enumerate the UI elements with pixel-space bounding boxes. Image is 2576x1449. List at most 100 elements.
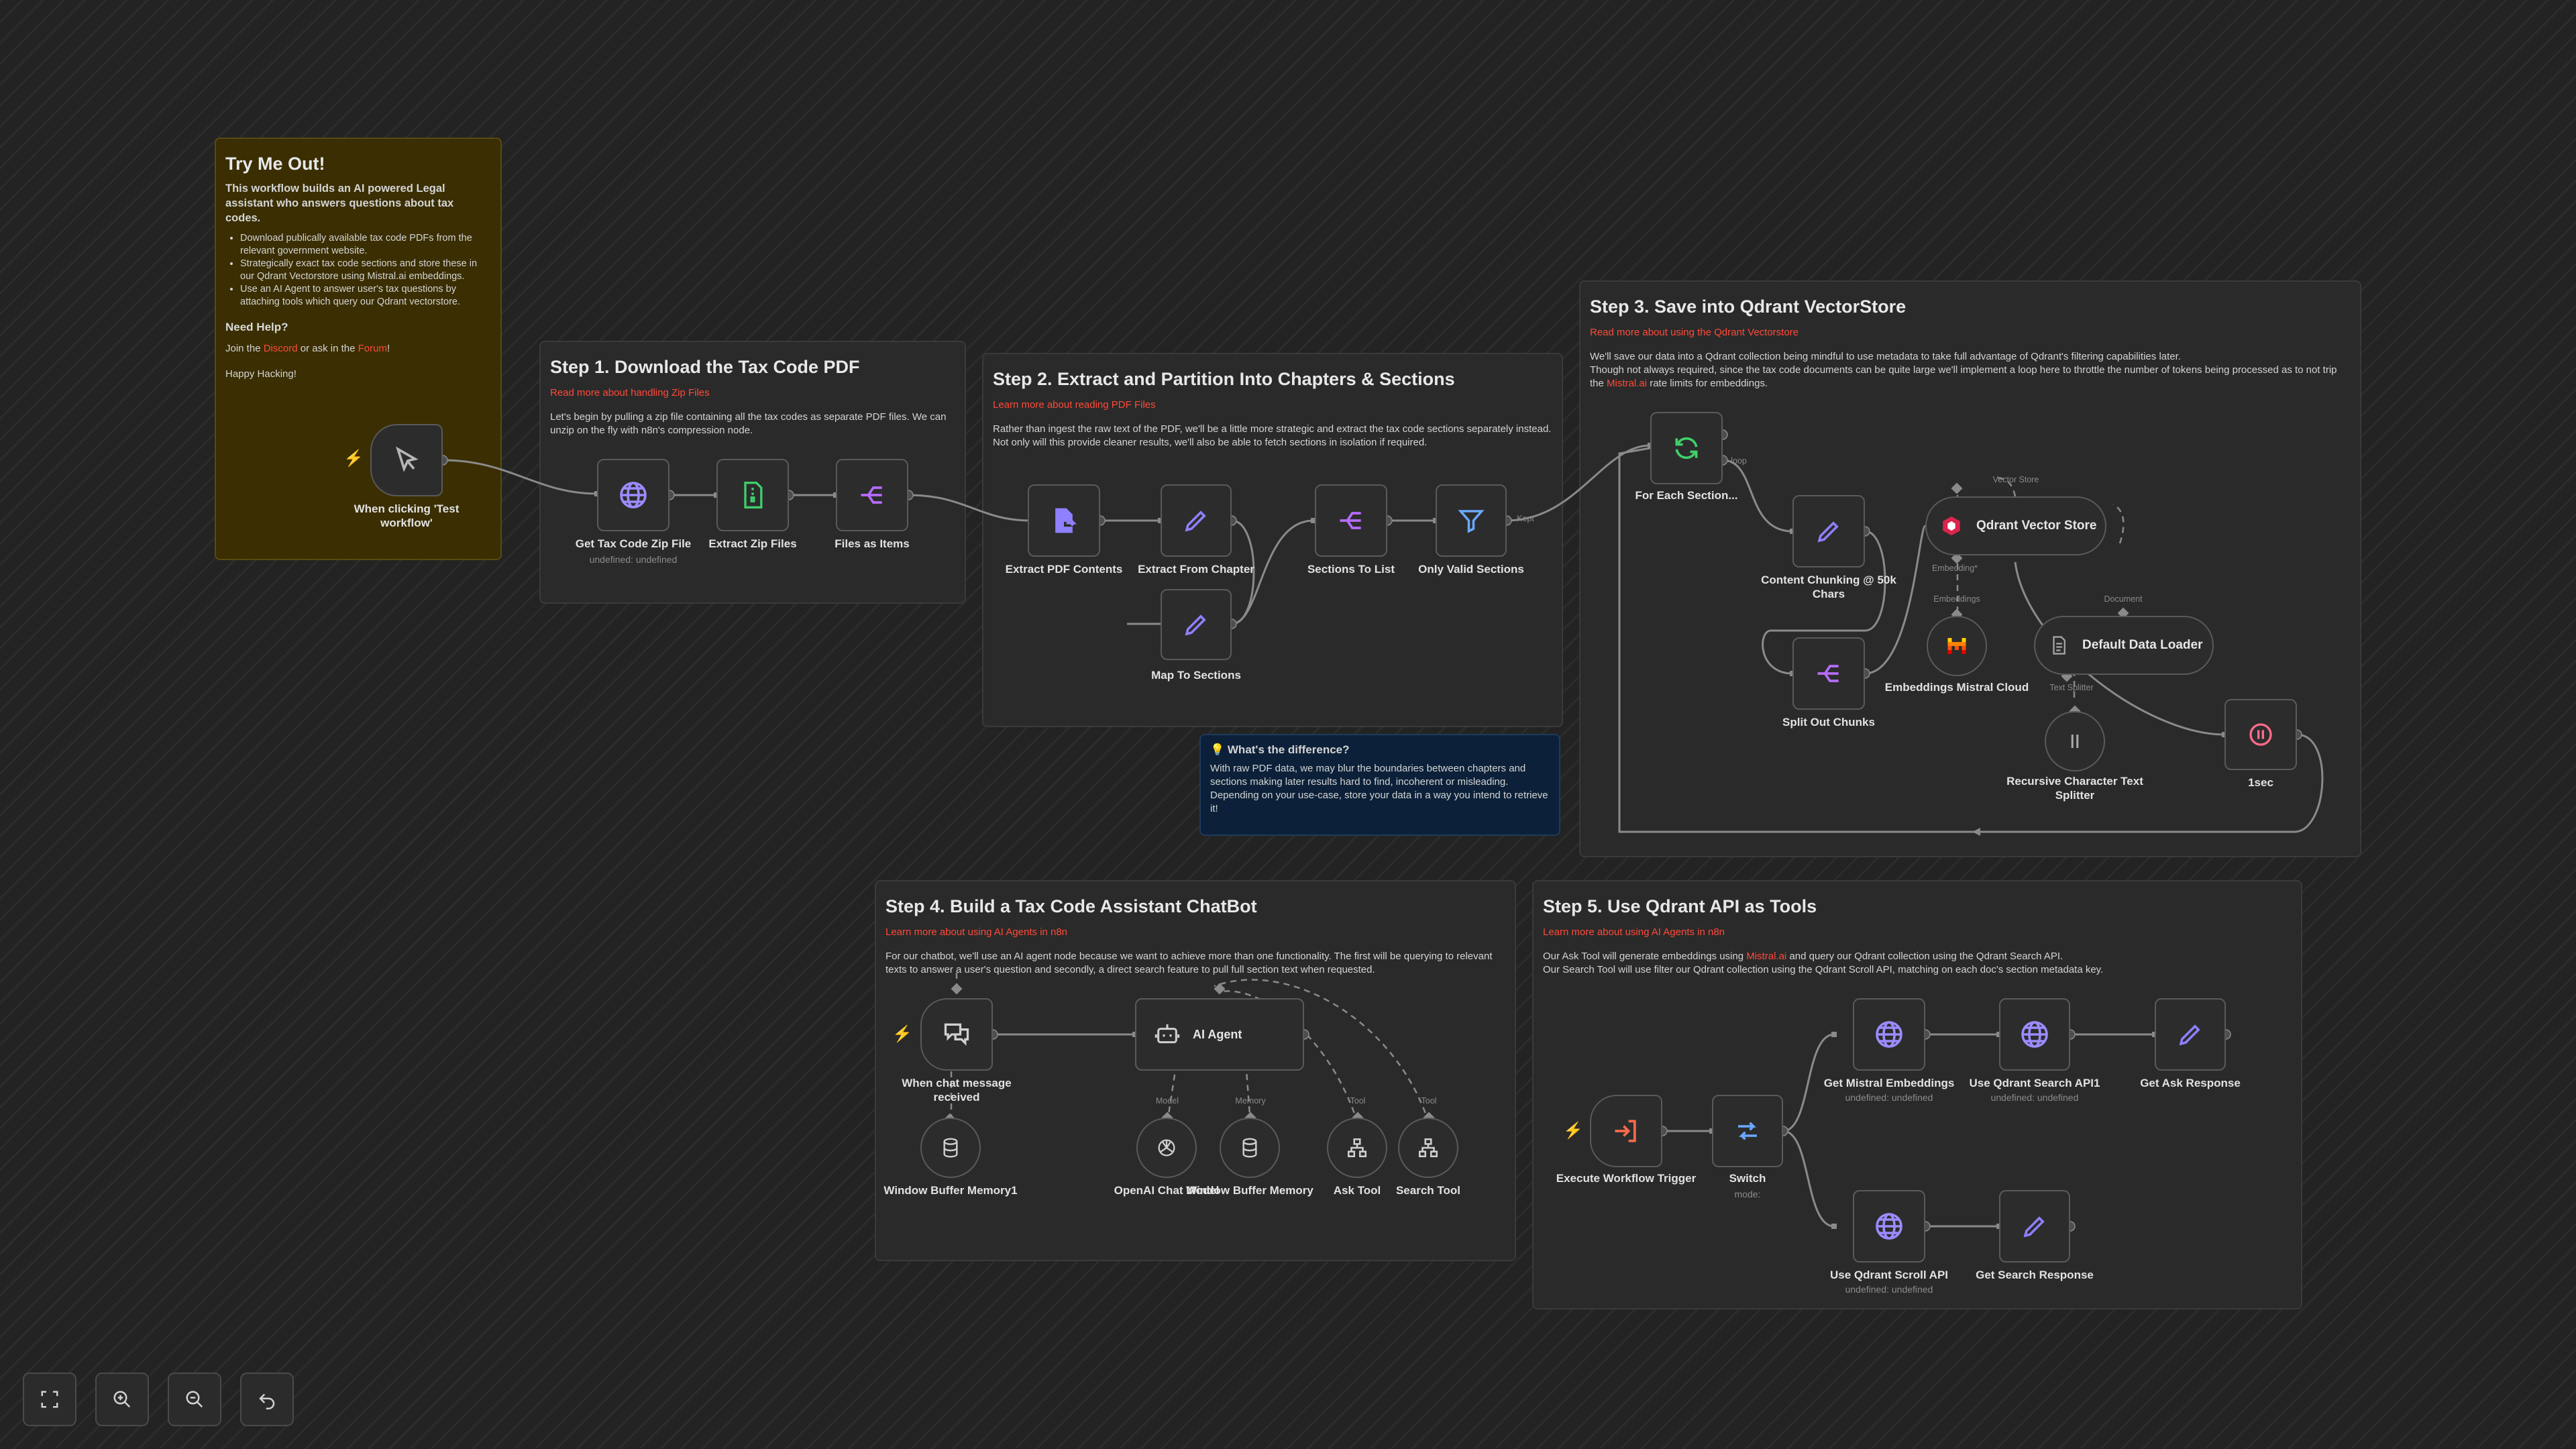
- node-label: Default Data Loader: [2082, 638, 2203, 652]
- workflow-tool-icon: [1346, 1136, 1368, 1159]
- sticky-note-try-me-out[interactable]: Try Me Out! This workflow builds an AI p…: [215, 138, 502, 560]
- note-link[interactable]: Learn more about using AI Agents in n8n: [885, 926, 1068, 938]
- note-title: Step 5. Use Qdrant API as Tools: [1543, 896, 1817, 916]
- edge-label: Kept: [1517, 514, 1534, 523]
- note-title: Step 4. Build a Tax Code Assistant ChatB…: [885, 896, 1257, 916]
- edge-label: loop: [1731, 456, 1747, 466]
- node-default-data-loader[interactable]: Default Data Loader: [2034, 616, 2214, 675]
- node-files-as-items[interactable]: [836, 459, 908, 531]
- node-label: Embeddings Mistral Cloud: [1884, 681, 2029, 694]
- zoom-in-icon: [112, 1389, 132, 1409]
- node-only-valid-sections[interactable]: [1436, 484, 1507, 557]
- node-label: Get Ask Response: [2140, 1077, 2241, 1089]
- chat-icon: [942, 1020, 971, 1049]
- node-subtitle: mode:: [1734, 1189, 1761, 1199]
- node-extract-zip[interactable]: [716, 459, 789, 531]
- discord-link[interactable]: Discord: [263, 343, 298, 354]
- globe-icon: [1873, 1210, 1905, 1242]
- note-link[interactable]: Learn more about reading PDF Files: [993, 399, 1156, 411]
- node-use-qdrant-search-api1[interactable]: [1999, 998, 2070, 1071]
- note-link[interactable]: Learn more about using AI Agents in n8n: [1543, 926, 1725, 938]
- trigger-bolt-icon: ⚡: [892, 1025, 912, 1043]
- node-ask-tool[interactable]: [1327, 1118, 1387, 1178]
- node-window-buffer-memory1[interactable]: [920, 1118, 981, 1178]
- note-body: Our Search Tool will use filter our Qdra…: [1543, 964, 2104, 975]
- node-content-chunking[interactable]: [1792, 495, 1865, 568]
- node-label: Switch: [1729, 1172, 1766, 1185]
- node-label: Split Out Chunks: [1782, 716, 1875, 729]
- node-get-ask-response[interactable]: [2155, 998, 2226, 1071]
- note-body: With raw PDF data, we may blur the bound…: [1210, 763, 1526, 788]
- node-get-tax-code-zip[interactable]: [597, 459, 669, 531]
- node-subtitle: undefined: undefined: [1845, 1284, 1933, 1295]
- node-execute-workflow-trigger[interactable]: [1590, 1095, 1662, 1167]
- node-wait-1sec[interactable]: [2224, 699, 2297, 770]
- openai-icon: [1155, 1136, 1178, 1159]
- note-title: Step 3. Save into Qdrant VectorStore: [1590, 297, 1907, 317]
- node-label: OpenAI Chat Model: [1114, 1184, 1220, 1197]
- split-icon: [857, 480, 887, 510]
- node-window-buffer-memory[interactable]: [1220, 1118, 1280, 1178]
- node-sections-to-list[interactable]: [1315, 484, 1387, 557]
- globe-icon: [617, 479, 649, 511]
- note-body: Depending on your use-case, store your d…: [1210, 790, 1548, 814]
- node-switch[interactable]: [1712, 1095, 1783, 1167]
- note-link[interactable]: Read more about handling Zip Files: [550, 387, 710, 398]
- note-title: Step 1. Download the Tax Code PDF: [550, 357, 860, 377]
- node-extract-pdf[interactable]: [1028, 484, 1100, 557]
- port-label: Embedding*: [1931, 564, 1978, 573]
- node-label: 1sec: [2248, 776, 2273, 789]
- node-map-to-sections[interactable]: [1161, 589, 1232, 660]
- node-embeddings-mistral-cloud[interactable]: [1927, 616, 1987, 676]
- node-label: Content Chunking @ 50k Chars: [1761, 574, 1896, 600]
- note-bullet: Download publically available tax code P…: [240, 232, 491, 258]
- zoom-out-icon: [184, 1389, 205, 1409]
- note-bullets: Download publically available tax code P…: [225, 232, 491, 309]
- database-icon: [1239, 1137, 1260, 1159]
- port-label: Vector Store: [1992, 475, 2039, 484]
- switch-icon: [1733, 1117, 1762, 1145]
- file-export-icon: [1049, 506, 1079, 535]
- loop-icon: [1672, 433, 1701, 463]
- sticky-note-step4[interactable]: Step 4. Build a Tax Code Assistant ChatB…: [875, 880, 1516, 1261]
- node-recursive-text-splitter[interactable]: [2045, 711, 2105, 771]
- node-get-search-response[interactable]: [1999, 1190, 2070, 1263]
- node-openai-chat-model[interactable]: [1136, 1118, 1197, 1178]
- note-body: We'll save our data into a Qdrant collec…: [1590, 351, 2181, 362]
- node-extract-from-chapter[interactable]: [1161, 484, 1232, 557]
- node-manual-trigger[interactable]: [370, 424, 443, 496]
- pencil-icon: [1182, 610, 1210, 639]
- node-search-tool[interactable]: [1398, 1118, 1458, 1178]
- undo-icon: [257, 1389, 277, 1409]
- fit-view-button[interactable]: [23, 1373, 76, 1426]
- file-zip-icon: [738, 480, 767, 510]
- sign-in-icon: [1611, 1116, 1641, 1146]
- port-label: Memory: [1235, 1096, 1266, 1106]
- mistral-link[interactable]: Mistral.ai: [1746, 951, 1787, 962]
- zoom-out-button[interactable]: [168, 1373, 221, 1426]
- node-chat-trigger[interactable]: [920, 998, 993, 1071]
- pencil-icon: [1815, 517, 1843, 545]
- zoom-in-button[interactable]: [95, 1373, 149, 1426]
- node-qdrant-vector-store[interactable]: Qdrant Vector Store: [1925, 496, 2106, 555]
- mistral-link[interactable]: Mistral.ai: [1607, 378, 1648, 389]
- document-icon: [2049, 635, 2069, 655]
- node-use-qdrant-scroll-api[interactable]: [1853, 1190, 1925, 1263]
- forum-link[interactable]: Forum: [358, 343, 387, 354]
- robot-icon: [1154, 1021, 1181, 1048]
- pencil-icon: [1182, 506, 1210, 535]
- node-get-mistral-embeddings[interactable]: [1853, 998, 1925, 1071]
- note-body: Let's begin by pulling a zip file contai…: [550, 411, 947, 436]
- node-label: Recursive Character Text Splitter: [2006, 775, 2143, 802]
- node-label: When chat message received: [902, 1077, 1012, 1104]
- undo-button[interactable]: [240, 1373, 294, 1426]
- node-ai-agent[interactable]: AI Agent: [1135, 998, 1304, 1071]
- note-title: Try Me Out!: [225, 154, 325, 174]
- note-link[interactable]: Read more about using the Qdrant Vectors…: [1590, 327, 1799, 338]
- node-split-out-chunks[interactable]: [1792, 637, 1865, 710]
- split-icon: [1814, 659, 1843, 688]
- node-for-each-section[interactable]: [1650, 412, 1723, 484]
- node-label: Get Mistral Embeddings: [1823, 1077, 1955, 1089]
- sticky-note-whats-the-difference[interactable]: 💡 What's the difference? With raw PDF da…: [1199, 734, 1560, 836]
